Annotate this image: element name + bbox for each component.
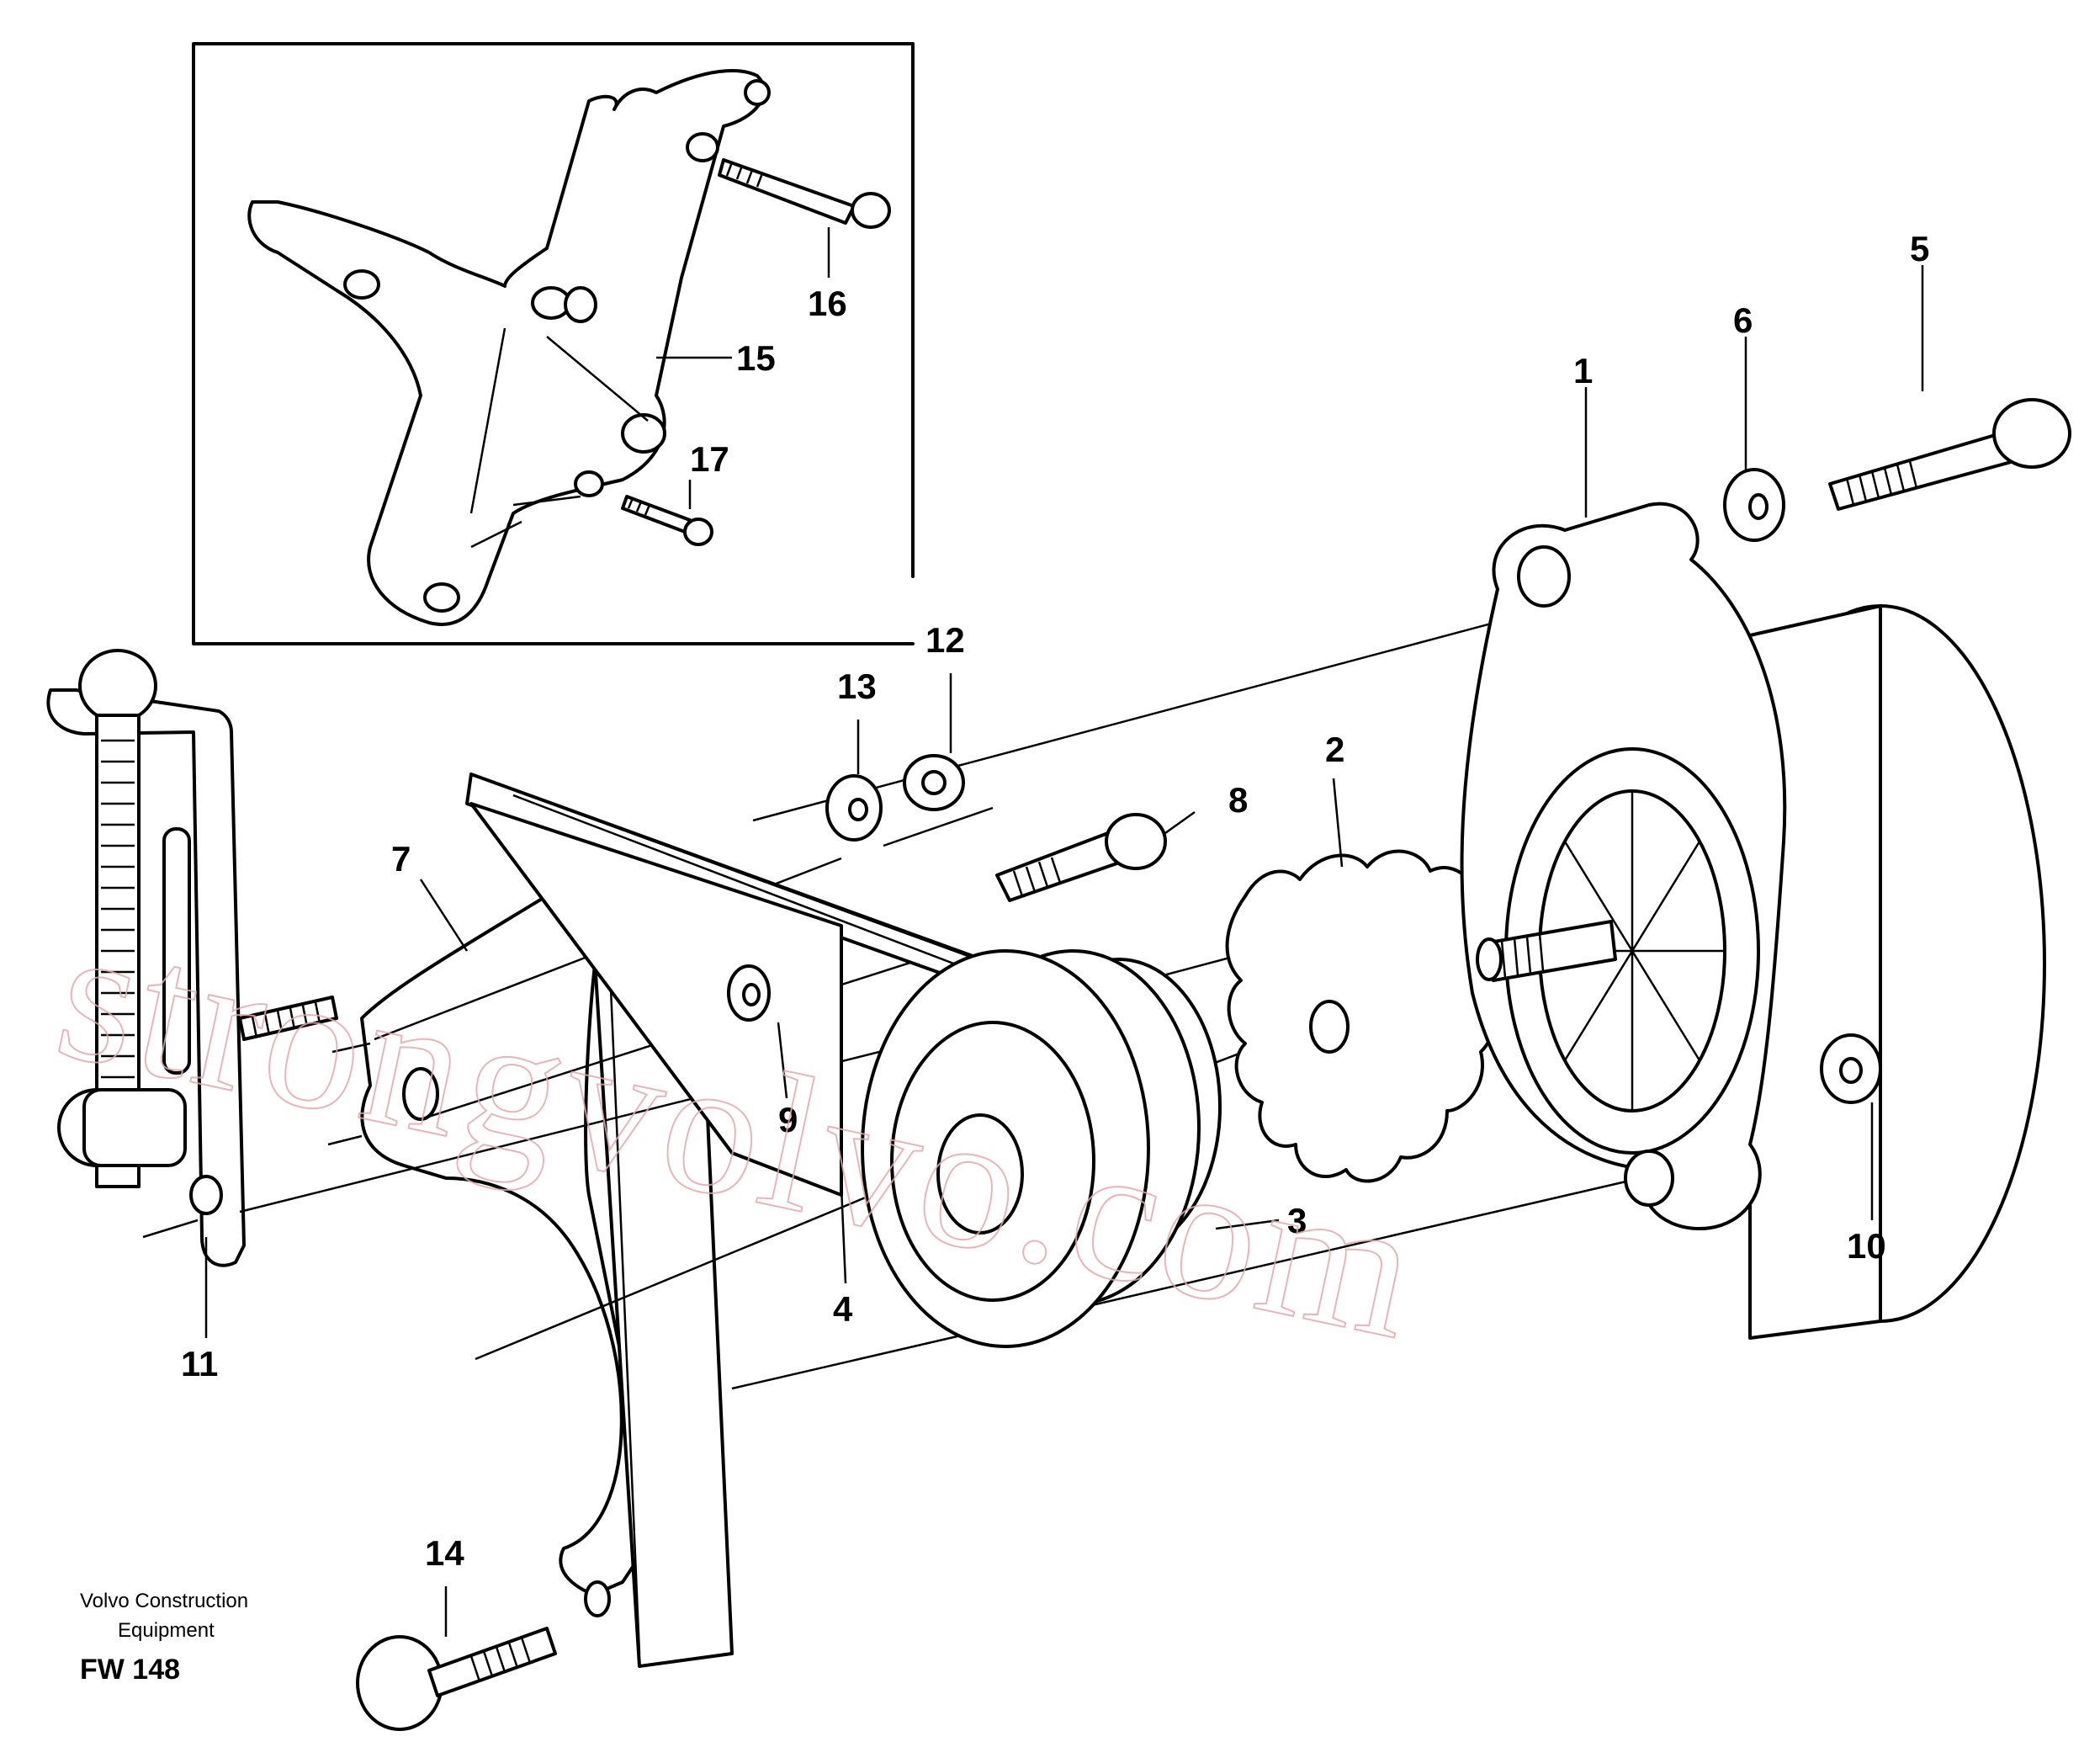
footer-line-2: Equipment (118, 1619, 215, 1642)
callout-16: 16 (808, 284, 847, 323)
bolt-16 (718, 158, 891, 229)
callout-9: 9 (778, 1100, 798, 1139)
left-bolt (238, 996, 338, 1041)
callout-17: 17 (690, 439, 729, 479)
washer-6 (1723, 468, 1785, 542)
bolt-8 (995, 813, 1167, 902)
alternator-1 (1460, 502, 2046, 1340)
leader-lines (204, 227, 1924, 1637)
footer-line-1: Volvo Construction (80, 1590, 248, 1612)
bolt-5 (1828, 398, 2071, 511)
callout-8: 8 (1228, 780, 1248, 820)
bolt-14 (356, 1627, 557, 1731)
callout-13: 13 (837, 666, 877, 706)
callout-labels: 1 2 3 4 5 6 7 8 9 10 11 12 13 14 15 16 1… (181, 229, 1929, 1573)
callout-14: 14 (425, 1533, 464, 1573)
footer: Volvo Construction Equipment FW 148 (80, 1590, 248, 1686)
callout-15: 15 (736, 338, 776, 378)
adjusting-bracket-11 (46, 649, 246, 1267)
washer-13 (825, 774, 883, 842)
callout-4: 4 (833, 1289, 853, 1329)
callout-3: 3 (1287, 1201, 1307, 1240)
pulley-3 (861, 949, 1222, 1348)
callout-11: 11 (181, 1344, 218, 1383)
callout-7: 7 (391, 839, 411, 879)
bolt-17 (621, 495, 713, 546)
footer-code: FW 148 (80, 1654, 180, 1686)
callout-1: 1 (1573, 351, 1593, 390)
callout-12: 12 (925, 620, 965, 660)
callout-6: 6 (1733, 300, 1753, 340)
nut-10 (1820, 1033, 1882, 1104)
v-belt-4 (465, 773, 1053, 1197)
mounting-bracket (247, 69, 771, 626)
inset-frame (192, 42, 915, 645)
callout-2: 2 (1325, 730, 1344, 769)
fan-2 (1225, 849, 1499, 1183)
callout-10: 10 (1847, 1226, 1886, 1266)
washer-9 (727, 964, 771, 1022)
nut-12 (903, 754, 965, 811)
callout-5: 5 (1910, 229, 1929, 268)
